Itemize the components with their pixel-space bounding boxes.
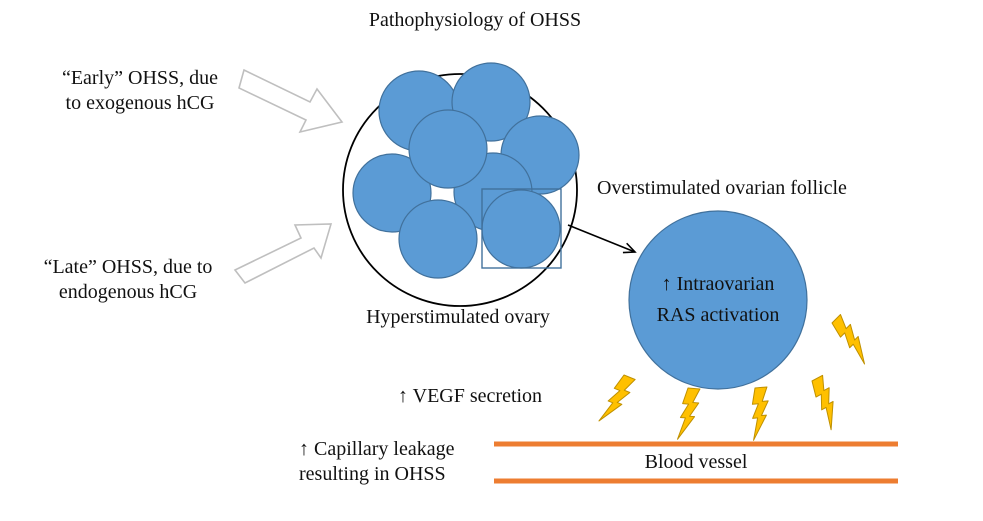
capillary-line-2: resulting in OHSS [299,463,446,485]
overstimulated-follicle-label: Overstimulated ovarian follicle [597,177,847,199]
lightning-bolt-icon [811,374,834,431]
lightning-bolts [598,314,866,441]
lightning-bolt-icon [676,387,701,440]
capillary-line-1: ↑ Capillary leakage [299,438,455,460]
hyperstimulated-ovary-label: Hyperstimulated ovary [366,306,550,328]
early-hcg-arrow-icon [238,68,344,134]
overstimulated-follicle [628,210,808,390]
late-ohss-label: “Late” OHSS, due to endogenous hCG [28,255,228,305]
vegf-secretion-label: ↑ VEGF secretion [398,385,543,407]
late-ohss-line-1: “Late” OHSS, due to [43,256,213,278]
intraovarian-line: ↑ Intraovarian [661,273,775,295]
diagram-title: Pathophysiology of OHSS [368,9,582,31]
follicle [408,109,488,189]
ovary-follicles [352,62,580,279]
lightning-bolt-icon [751,386,769,441]
early-ohss-line-1: “Early” OHSS, due [61,67,219,89]
early-ohss-label: “Early” OHSS, due to exogenous hCG [40,66,240,116]
lightning-bolt-icon [831,314,866,365]
capillary-leakage-label: ↑ Capillary leakage resulting in OHSS [299,437,455,487]
late-ohss-line-2: endogenous hCG [58,281,198,303]
follicle-highlighted [481,189,561,269]
zoom-pointer-arrow [567,224,637,254]
early-ohss-line-2: to exogenous hCG [65,92,215,114]
follicle [398,199,478,279]
lightning-bolt-icon [598,374,636,422]
follicle-selection-box [481,188,562,269]
follicle-inner-label: ↑ Intraovarian RAS activation [628,272,808,328]
ras-activation-line: RAS activation [656,304,780,326]
blood-vessel-label: Blood vessel [644,451,748,473]
late-hcg-arrow-icon [233,223,333,285]
